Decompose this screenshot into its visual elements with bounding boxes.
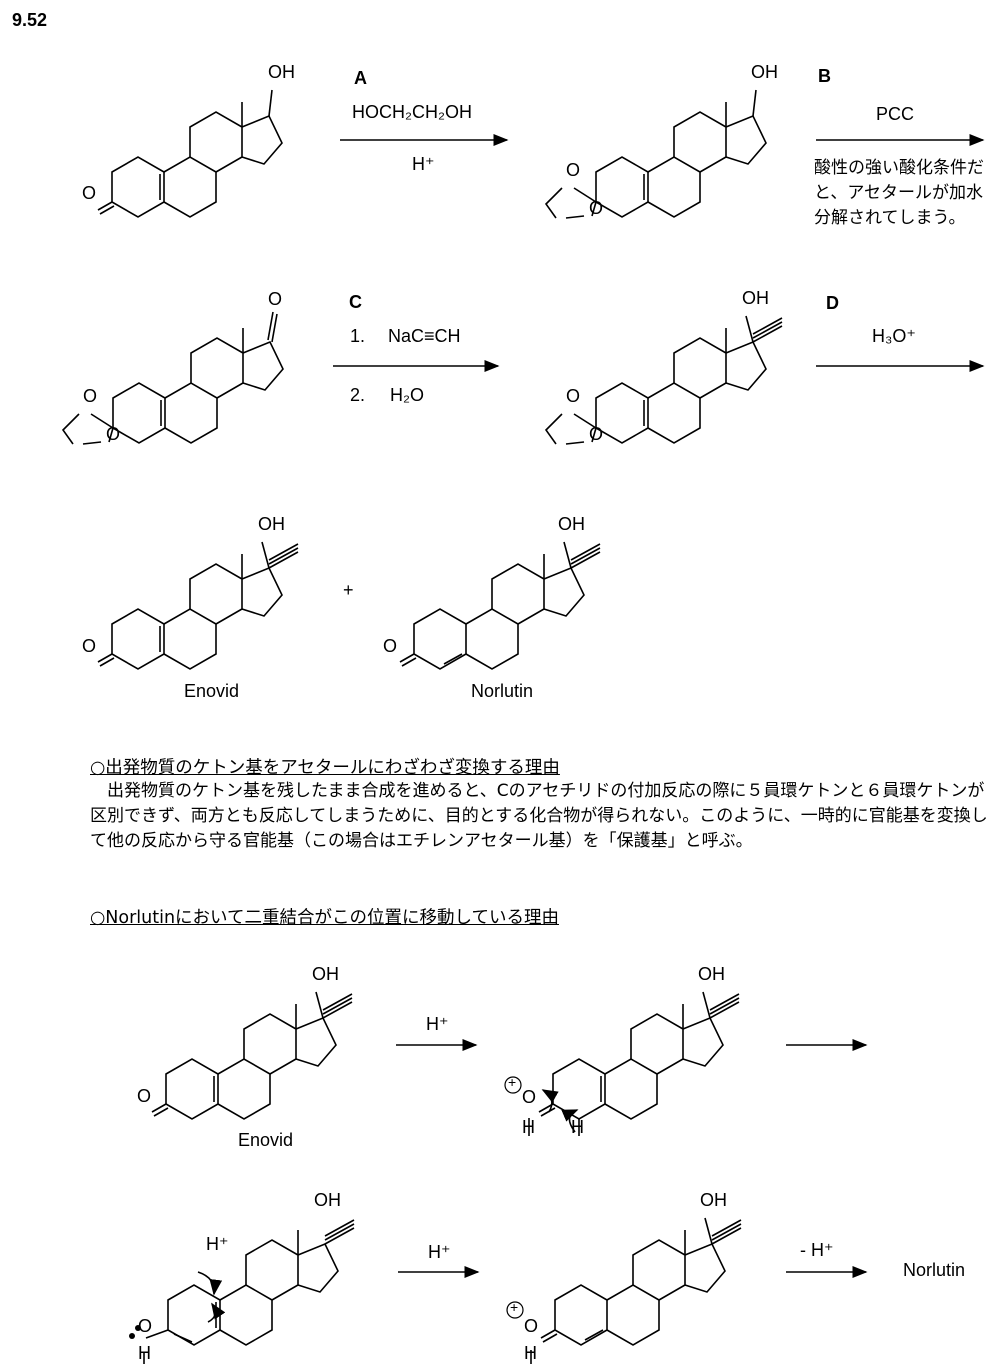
enovid-label: Enovid (184, 681, 240, 701)
step-b-letter: B (818, 66, 831, 86)
step-a-letter: A (354, 68, 367, 88)
oh-label: OH (742, 288, 769, 308)
oh-label: OH (258, 514, 285, 534)
step-c-reagent2: H₂O (390, 385, 424, 405)
norlutin-label: Norlutin (471, 681, 534, 701)
final-norlutin-label: Norlutin (903, 1260, 966, 1280)
section2-heading: ○Norlutinにおいて二重結合がこの位置に移動している理由 (90, 908, 559, 928)
oh-label: OH (700, 1190, 727, 1210)
ketone-o-label: O (137, 1086, 152, 1106)
problem-number: 9.52 (12, 10, 48, 30)
plus-charge: + (510, 1299, 519, 1315)
step-b-note: 酸性の強い酸化条件だと、アセタールが加水分解されてしまう。 (814, 158, 984, 228)
arrow4-label: - H⁺ (800, 1240, 834, 1260)
ketone-acetal-structure (61, 311, 284, 445)
o-h-label: H (524, 1343, 537, 1363)
enol-h-label: H (138, 1343, 151, 1363)
step-b-reagent: PCC (876, 104, 915, 124)
ketone-o-label: O (82, 183, 97, 203)
protonated-norlutin-structure (530, 1217, 742, 1364)
step-a-reagent: HOCH₂CH₂OH (352, 102, 472, 122)
alkyne-acetal-structure (544, 315, 783, 445)
arrow3-label: H⁺ (428, 1242, 451, 1262)
enol-o-label: O (138, 1316, 153, 1336)
oh-label: OH (268, 62, 295, 82)
step-c-reagent1: NaC≡CH (388, 326, 461, 346)
acetal-o2-label: O (589, 198, 604, 218)
ketone-o-label: O (383, 636, 398, 656)
acetal-o1-label: O (566, 386, 581, 406)
d-ring-ketone-o-label: O (268, 289, 283, 309)
h-plus-label: H⁺ (206, 1234, 229, 1254)
oh-label: OH (312, 964, 339, 984)
arrow1-label: H⁺ (426, 1014, 449, 1034)
plus-charge: + (508, 1074, 517, 1090)
norlutin-structure (399, 541, 601, 670)
step-a-condition: H⁺ (412, 154, 435, 174)
step-d-letter: D (826, 293, 839, 313)
oh-label: OH (314, 1190, 341, 1210)
starting-material-structure (97, 89, 283, 218)
acetal-o1-label: O (83, 386, 98, 406)
o-h-label: H (522, 1117, 535, 1137)
step-c-reagent1-number: 1. (350, 326, 366, 346)
acetal-o2-label: O (589, 424, 604, 444)
section1-body: 出発物質のケトン基を残したまま合成を進めると、Cのアセチリドの付加反応の際に５員… (90, 781, 988, 851)
acetal-intermediate-structure (544, 89, 767, 219)
mechanism-enovid-label: Enovid (238, 1130, 294, 1150)
acetal-o1-label: O (566, 160, 581, 180)
enovid-structure (97, 541, 299, 670)
enol-structure (129, 1219, 355, 1364)
acetal-o2-label: O (106, 424, 121, 444)
section1-heading: ○出発物質のケトン基をアセタールにわざわざ変換する理由 (90, 758, 560, 778)
oh-label: OH (558, 514, 585, 534)
mechanism-enovid-structure (151, 991, 353, 1120)
oxonium-o-label: O (524, 1316, 539, 1336)
alpha-h-label: H (571, 1117, 584, 1137)
plus-sign: + (343, 580, 354, 600)
step-d-reagent: H₃O⁺ (872, 326, 916, 346)
step-c-letter: C (349, 292, 362, 312)
step-c-reagent2-number: 2. (350, 385, 366, 405)
protonated-enovid-structure (528, 991, 740, 1136)
oh-label: OH (751, 62, 778, 82)
ketone-o-label: O (82, 636, 97, 656)
oxonium-o-label: O (522, 1087, 537, 1107)
oh-label: OH (698, 964, 725, 984)
